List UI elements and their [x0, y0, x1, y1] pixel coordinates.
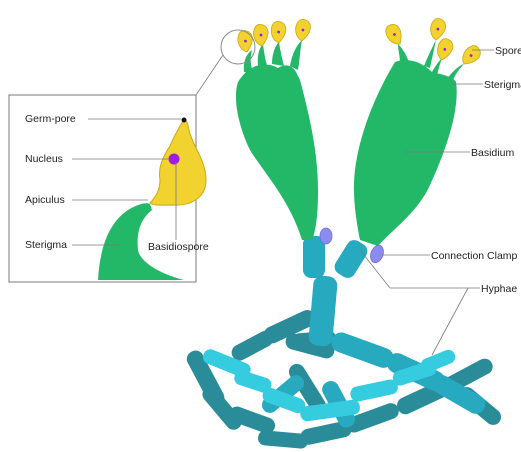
germ-pore-label: Germ-pore [25, 113, 76, 125]
spore [271, 21, 286, 43]
left-connection-cell [303, 236, 325, 278]
spore [383, 22, 406, 48]
connection-clamp-label: Connection Clamp [431, 250, 518, 262]
sterigma-label: Sterigma [484, 79, 521, 91]
germ-pore [182, 118, 187, 123]
sterigma [290, 40, 302, 70]
zoom-connector [196, 55, 223, 95]
right-connection-cell [332, 237, 371, 281]
sterigma-inset-label: Sterigma [25, 239, 67, 251]
spore [435, 37, 455, 62]
hypha-segment [229, 328, 276, 363]
hypha-stalk [303, 236, 370, 347]
hypha-segment [329, 330, 397, 371]
spore [253, 24, 269, 47]
basidium-label: Basidium [471, 147, 514, 159]
hypha-segment [419, 348, 458, 374]
right-connection-clamp [368, 243, 385, 264]
right-basidium [354, 17, 483, 246]
hypha-segment [349, 378, 399, 403]
hyphae-network [184, 307, 504, 449]
apiculus-label: Apiculus [25, 194, 65, 206]
left-basidium [236, 19, 318, 240]
sterigma [272, 42, 284, 66]
basidiospore-label: Basidiospore [148, 241, 209, 253]
hyphae-label: Hyphae [481, 283, 517, 295]
spore [295, 19, 311, 42]
nucleus-label: Nucleus [25, 153, 63, 165]
spore [237, 30, 254, 53]
nucleus [169, 154, 180, 165]
spore [429, 17, 447, 41]
left-connection-clamp [320, 228, 332, 244]
hyphae-leader-b [432, 288, 468, 355]
sterigma [424, 40, 436, 68]
sterigma [431, 58, 442, 76]
sterigma [258, 44, 268, 68]
spore-label: Spore [495, 45, 521, 57]
